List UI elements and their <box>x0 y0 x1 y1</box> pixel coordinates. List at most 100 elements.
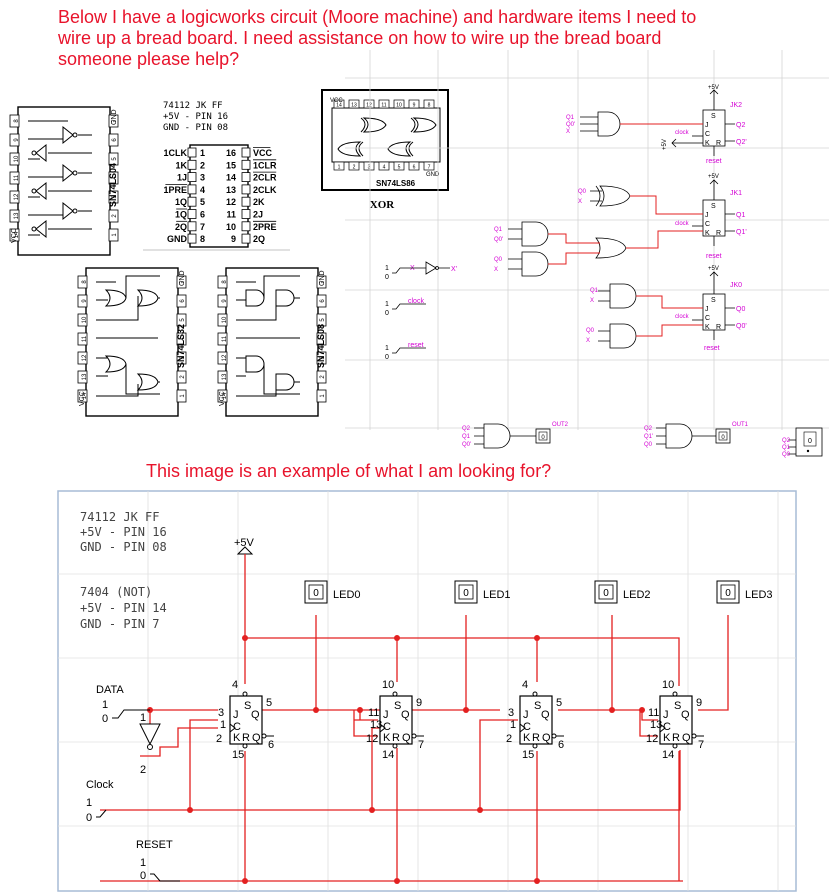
svg-text:8: 8 <box>222 280 228 284</box>
ff-pin-qn: 6 <box>268 739 274 751</box>
svg-text:reset: reset <box>706 158 722 165</box>
svg-text:1: 1 <box>320 394 326 398</box>
svg-text:13: 13 <box>222 373 228 380</box>
svg-text:Q: Q <box>252 732 261 744</box>
example-notes: 74112 JK FF +5V - PIN 16 GND - PIN 08 74… <box>80 510 167 631</box>
svg-text:Q: Q <box>541 709 550 721</box>
svg-text:1: 1 <box>385 345 389 352</box>
svg-text:JK1: JK1 <box>730 190 742 197</box>
svg-text:X: X <box>566 129 570 135</box>
ff-pin-c: 1 <box>220 719 226 731</box>
svg-text:12: 12 <box>222 354 228 361</box>
svg-text:2Q: 2Q <box>175 222 187 232</box>
svg-text:S: S <box>711 203 716 210</box>
svg-text:reset: reset <box>704 345 720 352</box>
svg-text:1CLK: 1CLK <box>163 148 187 158</box>
ls04-pin-2: 2 <box>108 209 119 223</box>
example-switch-data[interactable]: DATA 1 0 <box>96 684 150 725</box>
svg-text:C: C <box>705 315 710 322</box>
ls08-pin-5: 5 <box>316 313 327 327</box>
svg-text:5: 5 <box>398 165 401 171</box>
svg-text:14: 14 <box>14 231 20 238</box>
svg-text:1: 1 <box>86 797 92 809</box>
svg-text:Q0: Q0 <box>736 306 745 313</box>
ff-pin-j: 3 <box>508 707 514 719</box>
ff-pin-s: 4 <box>232 679 238 691</box>
flipflop-jk2: SJ CK R JK2 +5V Q2 Q2' reset clock +5V <box>662 85 747 165</box>
svg-text:9: 9 <box>14 138 20 142</box>
ls86-pin-4: 4 <box>378 161 390 171</box>
ff-pin-qn: 7 <box>698 739 704 751</box>
logicworks-circuit: 1 0 X X' 1 0 clock 1 0 reset SJ CK R <box>345 50 829 458</box>
svg-text:Q2: Q2 <box>782 438 791 444</box>
svg-text:reset: reset <box>706 253 722 260</box>
switch-x[interactable]: 1 0 X <box>385 265 415 281</box>
svg-text:0: 0 <box>385 354 389 361</box>
svg-text:2CLR: 2CLR <box>253 173 277 183</box>
svg-text:10: 10 <box>396 103 402 109</box>
ls08-pin-13: 13 <box>217 370 228 384</box>
svg-text:R: R <box>716 324 721 331</box>
svg-text:2CLK: 2CLK <box>253 185 277 195</box>
ls32-pin-3: 3 <box>176 351 187 365</box>
svg-text:74112 JK FF: 74112 JK FF <box>80 510 159 524</box>
ls86-pin-14: 14 <box>333 99 345 109</box>
switch-clock[interactable]: 1 0 clock <box>385 298 426 317</box>
svg-text:Q: Q <box>542 732 551 744</box>
svg-text:2PRE: 2PRE <box>253 222 277 232</box>
svg-text:3: 3 <box>368 165 371 171</box>
ls86-pin-13: 13 <box>348 99 360 109</box>
svg-text:C: C <box>705 131 710 138</box>
ls86-pin-10: 10 <box>393 99 405 109</box>
svg-text:GND - PIN 7: GND - PIN 7 <box>80 617 159 631</box>
svg-text:12: 12 <box>226 197 236 207</box>
svg-text:1: 1 <box>385 301 389 308</box>
svg-text:R: R <box>716 230 721 237</box>
ls04-pin-6: 6 <box>108 133 119 147</box>
example-switch-reset[interactable]: RESET 1 0 <box>136 839 180 882</box>
svg-text:5: 5 <box>320 318 326 322</box>
svg-text:8: 8 <box>200 234 205 244</box>
and-gate-jk0-b: Q0 X <box>586 323 703 349</box>
svg-text:X: X <box>578 199 582 205</box>
ff-pin-qn: 6 <box>558 739 564 751</box>
example-switch-clock[interactable]: Clock 1 0 <box>86 779 114 824</box>
svg-text:2K: 2K <box>253 197 265 207</box>
ls86-name: SN74LS86 <box>376 179 416 188</box>
vcc-supply: +5V <box>234 537 255 555</box>
svg-text:9: 9 <box>231 234 236 244</box>
ff-pin-k: 12 <box>646 733 658 745</box>
svg-text:3: 3 <box>112 195 118 199</box>
svg-text:9: 9 <box>413 103 416 109</box>
svg-text:6: 6 <box>112 138 118 142</box>
ls04-pin-4: 4 <box>108 171 119 185</box>
flipflop-jk1: SJ CK R JK1 +5V Q1 Q1' reset clock <box>675 174 747 260</box>
svg-text:reset: reset <box>408 342 424 349</box>
svg-text:0: 0 <box>385 310 389 317</box>
ls08-pin-3: 3 <box>316 351 327 365</box>
svg-text:2: 2 <box>320 375 326 379</box>
svg-text:clock: clock <box>675 130 690 136</box>
ls86-pin-3: 3 <box>363 161 375 171</box>
svg-text:7404 (NOT): 7404 (NOT) <box>80 585 152 599</box>
svg-text:Q1: Q1 <box>462 434 471 440</box>
ff-pin-j: 3 <box>218 707 224 719</box>
switch-reset[interactable]: 1 0 reset <box>385 342 426 361</box>
svg-text:2Q: 2Q <box>253 234 265 244</box>
svg-text:2: 2 <box>200 160 205 170</box>
svg-text:Clock: Clock <box>86 779 114 791</box>
svg-text:Q1: Q1 <box>494 227 503 233</box>
svg-text:9: 9 <box>82 299 88 303</box>
and-gate-jk2: Q1 Q0' X <box>566 111 703 137</box>
ff-pin-s: 10 <box>662 679 674 691</box>
svg-text:1CLR: 1CLR <box>253 160 277 170</box>
svg-text:10: 10 <box>82 316 88 323</box>
svg-text:Q2': Q2' <box>736 139 747 146</box>
